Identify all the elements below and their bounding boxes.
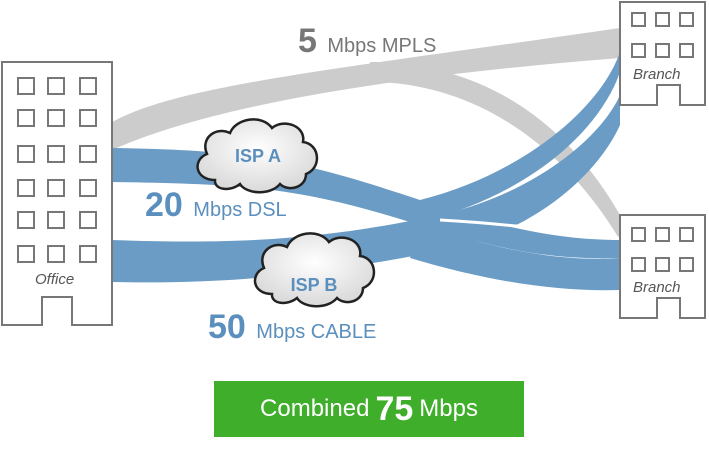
branch-top-windows bbox=[631, 12, 694, 58]
branch-top-label: Branch bbox=[633, 66, 681, 83]
cable-link bbox=[112, 95, 621, 291]
cable-speed-value: 50 bbox=[208, 308, 246, 346]
mpls-speed-unit: Mbps MPLS bbox=[327, 35, 436, 57]
branch-bottom-label: Branch bbox=[633, 279, 681, 296]
mpls-link bbox=[112, 28, 620, 240]
office-building: Office bbox=[1, 61, 113, 326]
mpls-speed-value: 5 bbox=[298, 22, 317, 60]
mpls-speed-label: 5 Mbps MPLS bbox=[298, 22, 436, 60]
combined-bandwidth-badge: Combined 75 Mbps bbox=[214, 381, 524, 437]
cable-speed-label: 50 Mbps CABLE bbox=[208, 308, 376, 346]
combined-unit: Mbps bbox=[419, 395, 478, 422]
dsl-speed-unit: Mbps DSL bbox=[193, 199, 286, 221]
branch-bottom-windows bbox=[631, 227, 694, 272]
office-windows bbox=[17, 77, 97, 263]
dsl-speed-label: 20 Mbps DSL bbox=[145, 186, 287, 224]
dsl-speed-value: 20 bbox=[145, 186, 183, 224]
combined-prefix: Combined bbox=[260, 395, 370, 422]
combined-value: 75 bbox=[375, 389, 414, 428]
cable-speed-unit: Mbps CABLE bbox=[256, 321, 376, 343]
office-label: Office bbox=[35, 271, 74, 288]
isp-b-cloud: ISP B bbox=[253, 232, 376, 308]
isp-b-label: ISP B bbox=[291, 275, 338, 295]
branch-top-building: Branch bbox=[619, 1, 706, 106]
isp-a-label: ISP A bbox=[235, 146, 281, 166]
isp-a-cloud: ISP A bbox=[196, 118, 319, 194]
branch-bottom-building: Branch bbox=[619, 214, 706, 319]
